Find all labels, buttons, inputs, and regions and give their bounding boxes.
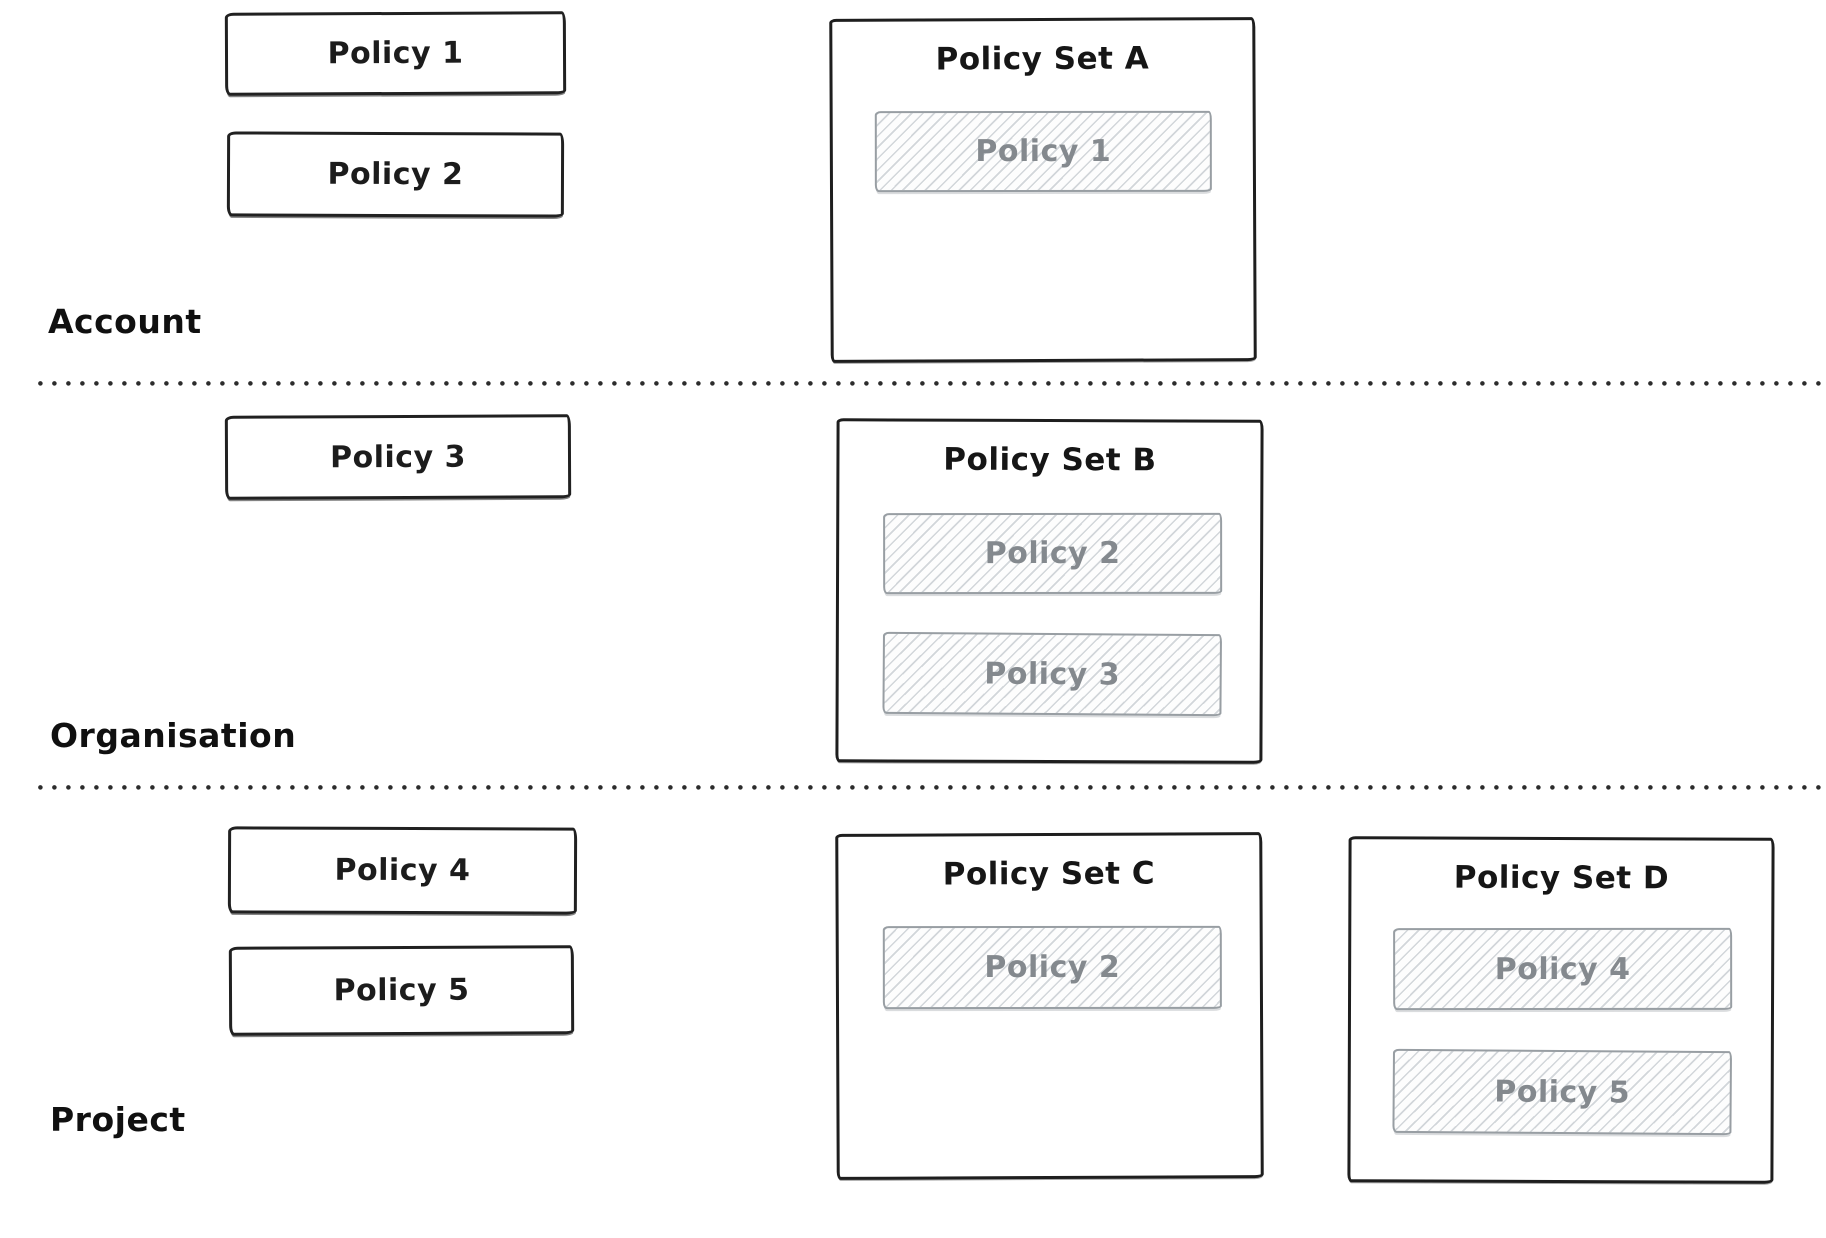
policy-set-b: Policy Set B Policy 2 Policy 3 [835, 418, 1264, 764]
policy-set-d-title: Policy Set D [1453, 859, 1670, 897]
tier-label-project: Project [50, 1100, 186, 1139]
tier-label-organisation: Organisation [50, 716, 297, 755]
policy-set-d: Policy Set D Policy 4 Policy 5 [1347, 836, 1775, 1184]
policy-set-c-member-policy-2: Policy 2 [882, 925, 1222, 1010]
policy-set-c: Policy Set C Policy 2 [835, 832, 1264, 1180]
tier-divider-account-organisation [38, 381, 1826, 386]
tier-divider-organisation-project [38, 785, 1826, 790]
policy-set-a-title: Policy Set A [935, 40, 1150, 78]
policy-box-policy-3: Policy 3 [224, 414, 572, 500]
tier-label-account: Account [48, 302, 202, 341]
policy-set-c-title: Policy Set C [942, 855, 1156, 893]
policy-box-policy-4: Policy 4 [227, 826, 578, 915]
policy-set-d-member-policy-5: Policy 5 [1392, 1048, 1733, 1136]
policy-set-b-title: Policy Set B [943, 441, 1157, 479]
policy-set-a: Policy Set A Policy 1 [829, 17, 1257, 363]
policy-box-policy-1: Policy 1 [224, 11, 567, 96]
policy-set-d-member-policy-4: Policy 4 [1393, 927, 1733, 1011]
policy-set-b-member-policy-3: Policy 3 [882, 631, 1222, 717]
policy-set-a-member-policy-1: Policy 1 [874, 110, 1212, 193]
policy-set-b-member-policy-2: Policy 2 [883, 512, 1223, 595]
policy-box-policy-2: Policy 2 [226, 131, 565, 218]
policy-box-policy-5: Policy 5 [228, 945, 575, 1036]
